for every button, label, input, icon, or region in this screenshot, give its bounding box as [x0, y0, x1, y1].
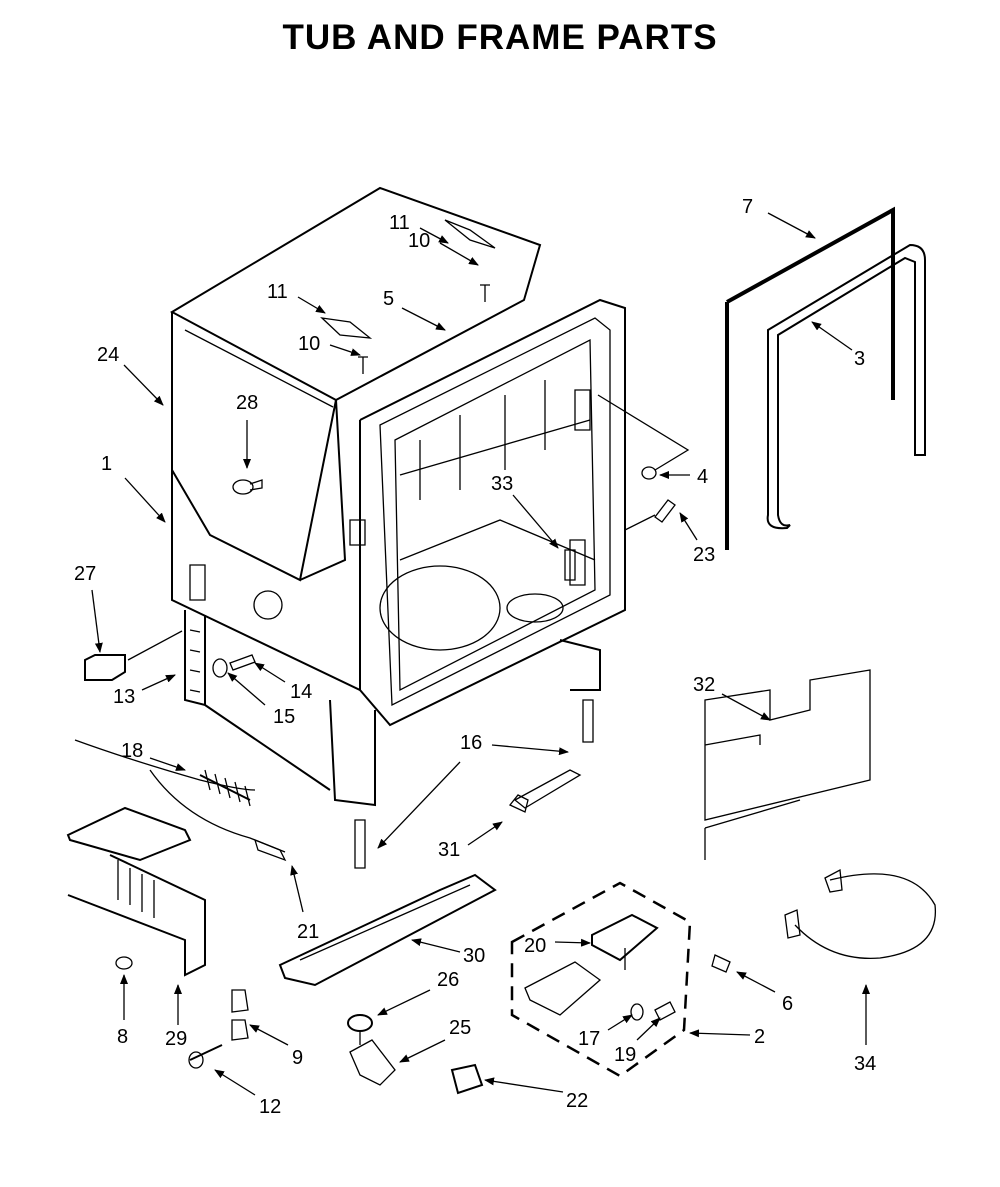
callout-22: 22	[566, 1090, 588, 1112]
callout-7: 7	[742, 196, 753, 218]
part-34-drawing	[784, 868, 936, 960]
callout-13: 13	[113, 686, 135, 708]
part-12-drawing	[188, 1044, 223, 1069]
diagram-title: TUB AND FRAME PARTS	[282, 18, 718, 57]
callout-23: 23	[693, 544, 715, 566]
part-2-drawing	[510, 881, 731, 1078]
part-25-drawing	[349, 1039, 396, 1086]
callout-31: 31	[438, 839, 460, 861]
leader-16a	[491, 744, 569, 756]
leader-5	[401, 307, 446, 331]
part-30-drawing	[278, 873, 497, 987]
callout-21: 21	[297, 921, 319, 943]
callout-1: 1	[101, 453, 112, 475]
tub-seal-drawing	[766, 243, 926, 530]
callout-9: 9	[292, 1047, 303, 1069]
callout-16: 16	[460, 732, 482, 754]
part-32-drawing	[704, 669, 871, 860]
leader-30	[411, 938, 461, 953]
part-4-drawing	[597, 394, 690, 480]
leader-26	[377, 989, 431, 1016]
callout-28: 28	[236, 392, 258, 414]
callout-19: 19	[614, 1044, 636, 1066]
part-23-drawing	[624, 499, 676, 531]
leader-7	[767, 212, 816, 239]
leader-21	[290, 865, 304, 913]
leader-12	[214, 1069, 256, 1096]
part-16-drawing	[354, 699, 594, 869]
part-18-drawing	[74, 739, 256, 807]
callout-11a: 11	[389, 212, 410, 234]
leader-2	[689, 1029, 751, 1038]
callout-10b: 10	[298, 333, 320, 355]
part-22-drawing	[450, 1063, 484, 1095]
tub-assembly-drawing	[169, 186, 626, 807]
leader-17	[607, 1014, 633, 1031]
leader-3	[811, 321, 853, 351]
leader-32	[721, 693, 771, 721]
callout-11b: 11	[267, 281, 288, 303]
callout-15: 15	[273, 706, 295, 728]
leader-lines	[91, 212, 870, 1096]
leader-27	[91, 589, 103, 653]
callout-14: 14	[290, 681, 312, 703]
leader-6	[736, 971, 776, 993]
callout-26: 26	[437, 969, 459, 991]
part-31-drawing	[508, 769, 582, 813]
callout-20: 20	[524, 935, 546, 957]
leader-25	[399, 1039, 446, 1063]
callout-12: 12	[259, 1096, 281, 1118]
callout-6: 6	[782, 993, 793, 1015]
leader-18	[149, 757, 186, 771]
part-29-drawing	[66, 806, 206, 977]
leader-31	[467, 821, 503, 846]
leader-24	[123, 364, 164, 406]
callout-33: 33	[491, 473, 513, 495]
callout-4: 4	[697, 466, 708, 488]
callout-30: 30	[463, 945, 485, 967]
leader-19	[636, 1017, 661, 1041]
leader-14	[254, 662, 286, 683]
leader-15	[227, 672, 266, 706]
leader-16b	[377, 761, 461, 849]
leader-10a	[439, 242, 479, 266]
part-27-drawing	[84, 630, 183, 681]
part-21-drawing	[149, 769, 287, 862]
callout-labels: 1 2 3 4 5 6 7 8 9 10 10 11 11 12 13 14 1…	[74, 196, 876, 1118]
leader-13	[141, 674, 176, 691]
callout-29: 29	[165, 1028, 187, 1050]
callout-32: 32	[693, 674, 715, 696]
leader-11b	[297, 296, 326, 314]
leader-20	[554, 938, 591, 947]
part-9-drawing	[231, 989, 249, 1041]
part-14-drawing	[229, 654, 256, 671]
callout-34: 34	[854, 1053, 876, 1075]
callout-24: 24	[97, 344, 119, 366]
leader-9	[249, 1024, 289, 1046]
callout-3: 3	[854, 348, 865, 370]
callout-2: 2	[754, 1026, 765, 1048]
door-gasket-drawing	[725, 206, 895, 550]
callout-10a: 10	[408, 230, 430, 252]
callout-27: 27	[74, 563, 96, 585]
callout-5: 5	[383, 288, 394, 310]
leader-10b	[329, 344, 361, 356]
callout-18: 18	[121, 740, 143, 762]
leader-11a	[419, 227, 449, 244]
callout-8: 8	[117, 1026, 128, 1048]
leader-22	[484, 1077, 564, 1093]
leader-23	[679, 512, 698, 541]
leader-1	[124, 477, 166, 523]
callout-17: 17	[578, 1028, 600, 1050]
part-26-drawing	[347, 1014, 373, 1045]
leader-33	[512, 494, 559, 549]
part-15-drawing	[212, 658, 228, 678]
callout-25: 25	[449, 1017, 471, 1039]
